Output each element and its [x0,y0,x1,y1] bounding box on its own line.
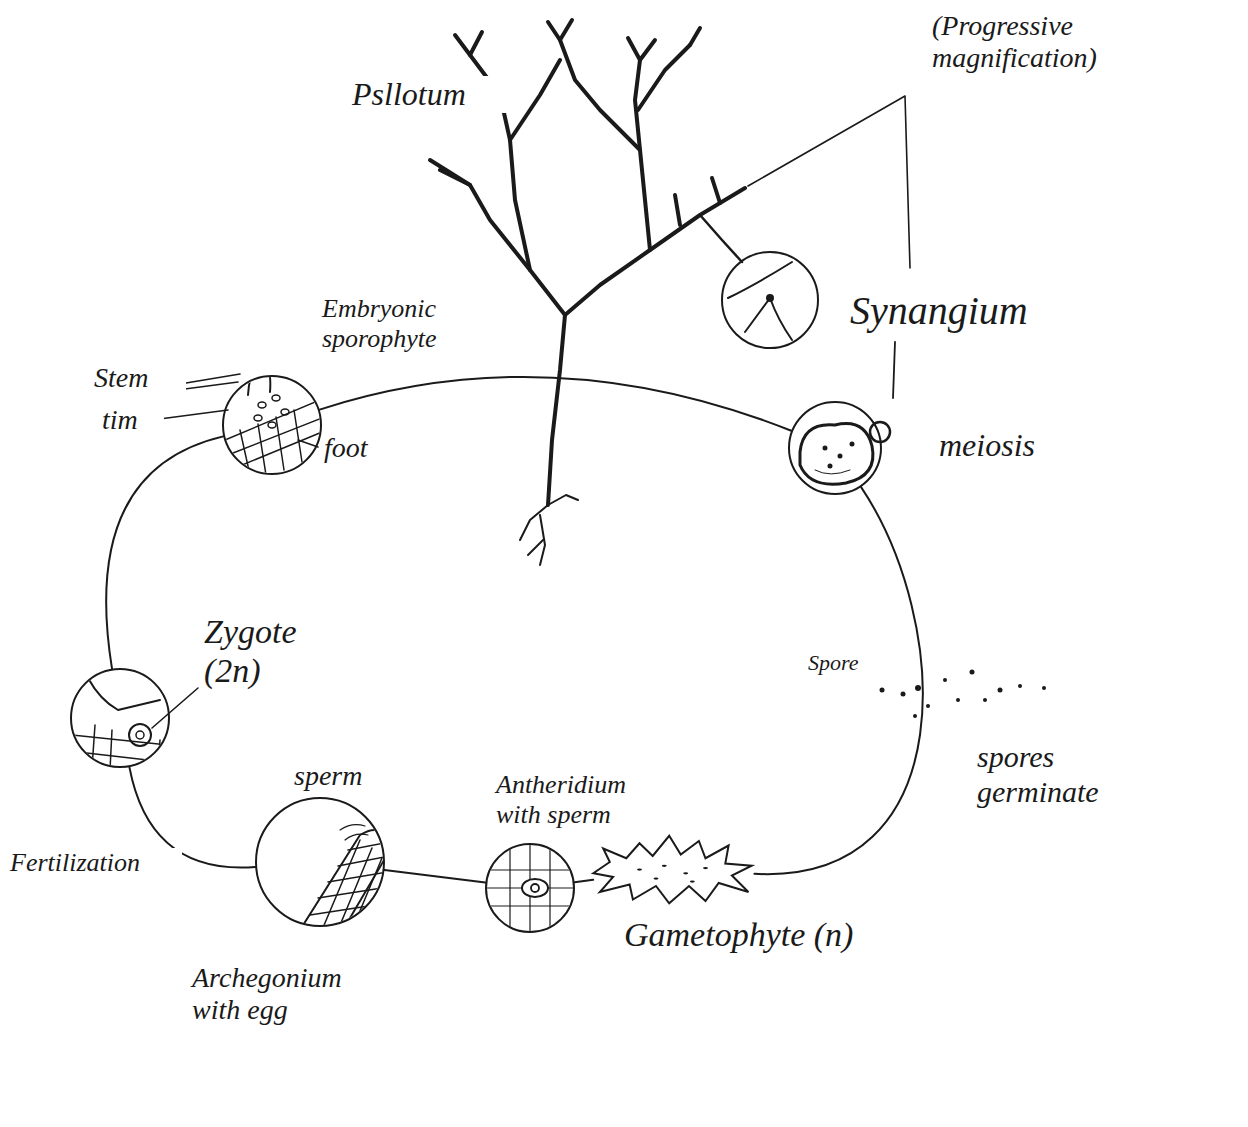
gametophyte-dot [662,865,667,867]
zygote-leader [152,688,198,728]
synangium-leader [893,342,895,398]
archegonium-circle: spermArchegonium with egg [255,797,385,927]
magnification-note: (Progressive magnification) [930,10,1164,74]
cycle-connector [575,880,594,882]
spores [880,670,1047,719]
node-label: meiosis [937,427,1111,464]
stage-label: Spore [806,650,890,675]
stage-label: spores germinate [975,740,1129,809]
plant-roots [520,495,578,565]
node-label: Embryonic sporophyte [320,294,534,354]
magnification-bracket [748,96,910,268]
cycle-connector [320,377,792,431]
gametophyte-dot [654,877,659,879]
part-label: foot [322,432,406,464]
archegonium-detail [300,825,390,935]
gametophyte-dot [683,872,688,874]
cycle-connector [385,870,486,883]
meiosis-detail [800,422,890,484]
node-label: Gametophyte (n) [622,915,916,954]
gametophyte-outline [590,832,755,907]
antheridium-circle: Antheridium with sperm [485,843,575,933]
embryo-circle: Embryonic sporophyte [222,375,322,475]
plant-name: Psllotum [350,76,514,113]
node-label: Archegonium with egg [190,962,374,1026]
synangium-circle [722,252,818,348]
embryo-detail [225,362,322,475]
stage-label: Fertilization [8,848,182,878]
gametophyte-dot [637,868,642,870]
antheridium-detail [485,843,575,933]
cycle-connector [754,487,922,874]
part-label: tim [100,404,164,436]
zygote-circle: Zygote (2n) [70,668,170,768]
node-label: Zygote (2n) [202,612,321,690]
zygote-detail [72,678,168,770]
gametophyte-dot [703,867,708,869]
meiosis-circle: meiosis [788,401,882,495]
node-label: Antheridium with sperm [494,770,658,830]
foot-leader [298,440,318,447]
part-label: Stem [92,362,186,394]
node-label: sperm [292,760,406,792]
gametophyte-blob: Gametophyte (n) [590,832,755,907]
gametophyte-outline-path [593,836,751,904]
part-label: Synangium [848,288,1092,334]
gametophyte-dot [690,880,695,882]
